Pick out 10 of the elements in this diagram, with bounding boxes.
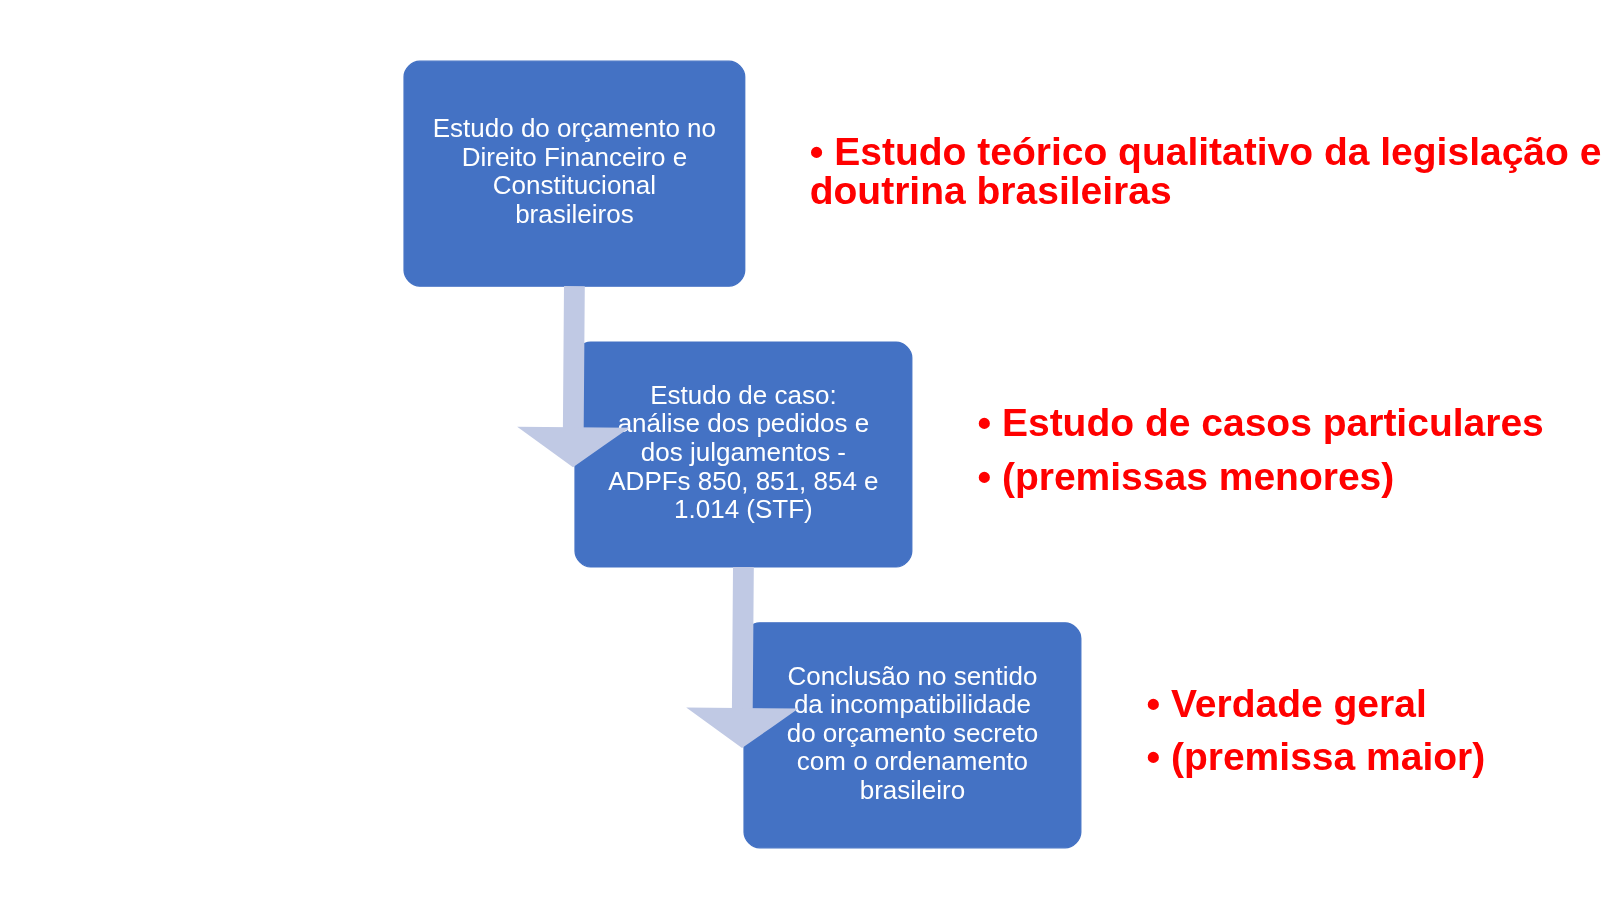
node-label: • Verdade geral	[1146, 682, 1427, 726]
arrow	[686, 566, 799, 749]
node-box: Conclusão no sentido da incompatibilidade do orçamento secreto com o ordenamento brasileiro	[743, 622, 1082, 849]
node-box: Estudo do orçamento no Direito Financeiro e Constitucional brasileiros	[403, 60, 746, 287]
node-label: • (premissas menores)	[977, 454, 1395, 498]
node-label: • Estudo teórico qualitativo da legislação e doutrina brasileiras	[809, 129, 1602, 212]
node-label: • Estudo de casos particulares	[977, 401, 1544, 445]
arrow	[517, 286, 630, 468]
node-box: Estudo de caso: análise dos pedidos e dos julgamentos - ADPFs 850, 851, 854 e 1.014 (STF)	[574, 341, 913, 568]
node-label: • (premissa maior)	[1146, 735, 1486, 779]
